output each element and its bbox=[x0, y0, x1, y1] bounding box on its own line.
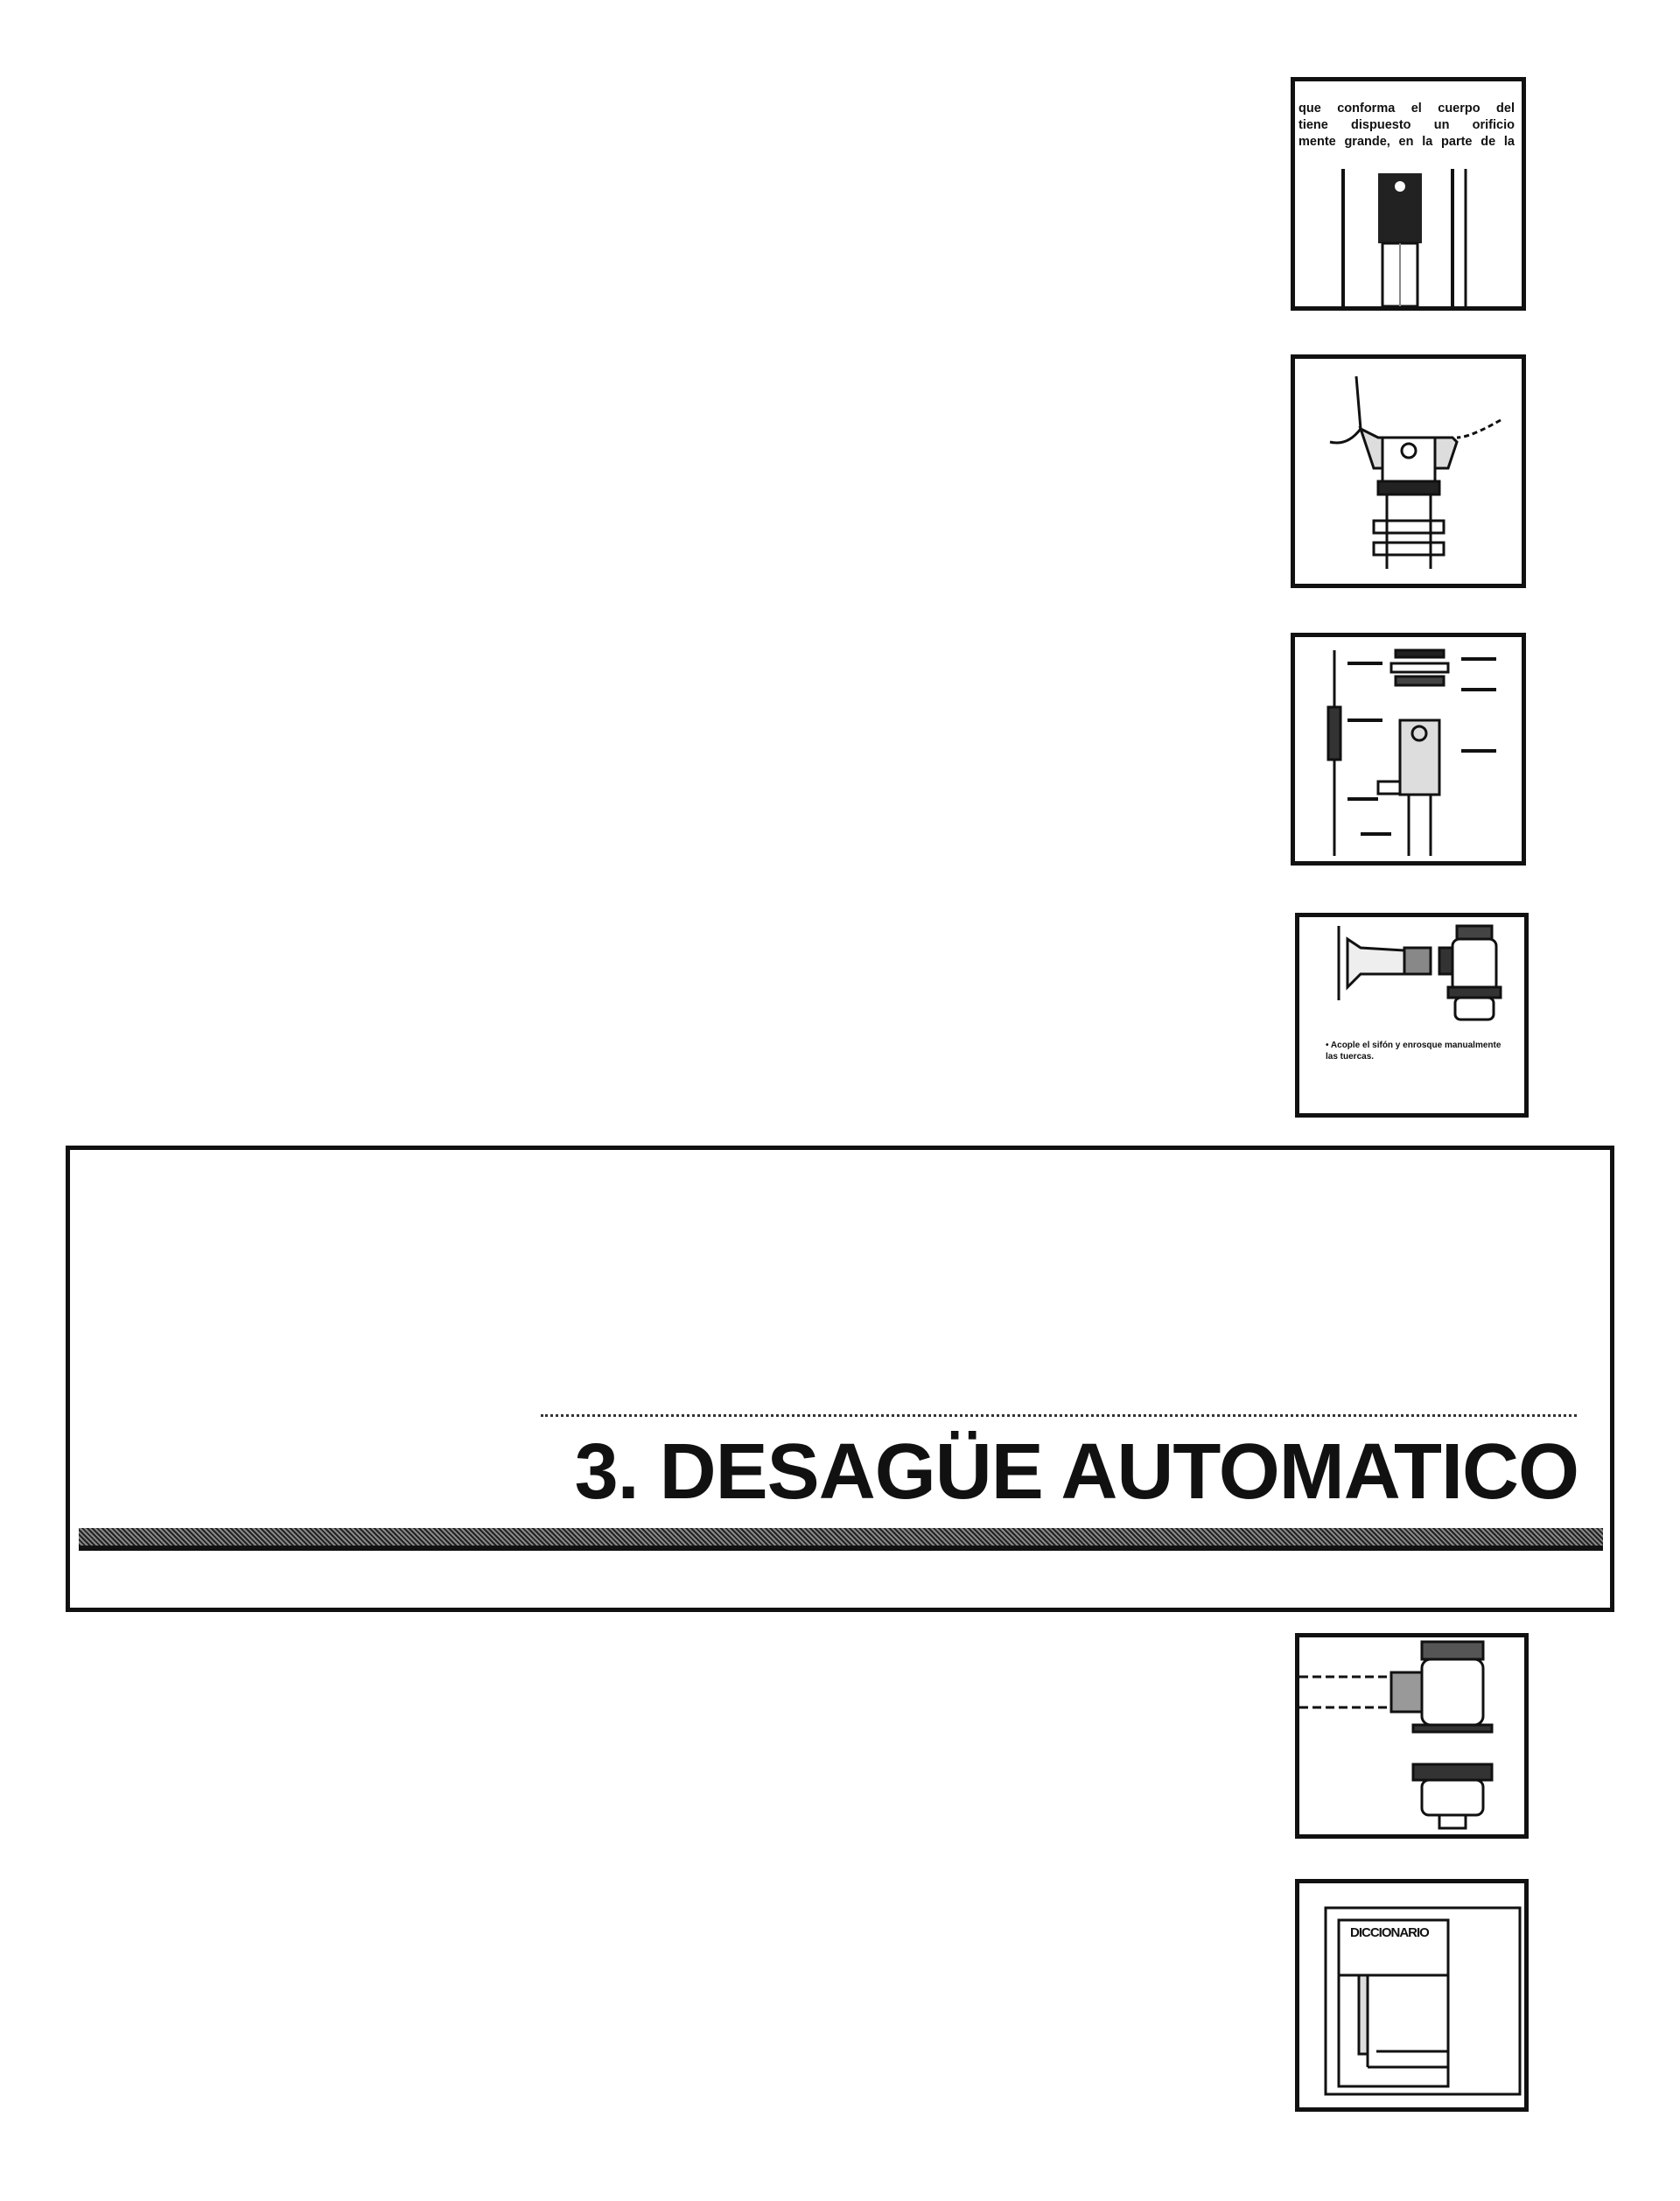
basin-drain-illustration bbox=[1329, 375, 1502, 569]
dotted-divider bbox=[541, 1414, 1577, 1417]
section-banner: 3. DESAGÜE AUTOMATICO bbox=[66, 1146, 1614, 1612]
thumbnail-dictionary: DICCIONARIO bbox=[1295, 1879, 1529, 2112]
thumbnail-basin-drain bbox=[1291, 354, 1526, 588]
section-title: 3. DESAGÜE AUTOMATICO bbox=[574, 1428, 1579, 1516]
siphon-illustration bbox=[1337, 924, 1502, 1021]
pipe-illustration bbox=[1341, 169, 1467, 306]
text-line: que conforma el cuerpo del bbox=[1298, 102, 1515, 116]
thumbnail-text-pipe: que conforma el cuerpo del tiene dispues… bbox=[1291, 77, 1526, 311]
hatched-divider bbox=[79, 1528, 1603, 1551]
dictionary-label: DICCIONARIO bbox=[1350, 1925, 1430, 1940]
thumbnail-caption: • Acople el sifón y enrosque manualmente… bbox=[1326, 1041, 1502, 1062]
siphon-detail-illustration bbox=[1299, 1640, 1494, 1830]
exploded-view-illustration bbox=[1326, 648, 1496, 856]
thumbnail-siphon-assembly: • Acople el sifón y enrosque manualmente… bbox=[1295, 913, 1529, 1118]
thumbnail-text: que conforma el cuerpo del tiene dispues… bbox=[1298, 101, 1515, 151]
thumbnail-exploded-view bbox=[1291, 633, 1526, 866]
text-line: tiene dispuesto un orificio bbox=[1298, 118, 1515, 132]
thumbnail-siphon-detail bbox=[1295, 1633, 1529, 1839]
dictionary-illustration bbox=[1324, 1906, 1522, 2096]
text-line: mente grande, en la parte de la bbox=[1298, 135, 1515, 149]
